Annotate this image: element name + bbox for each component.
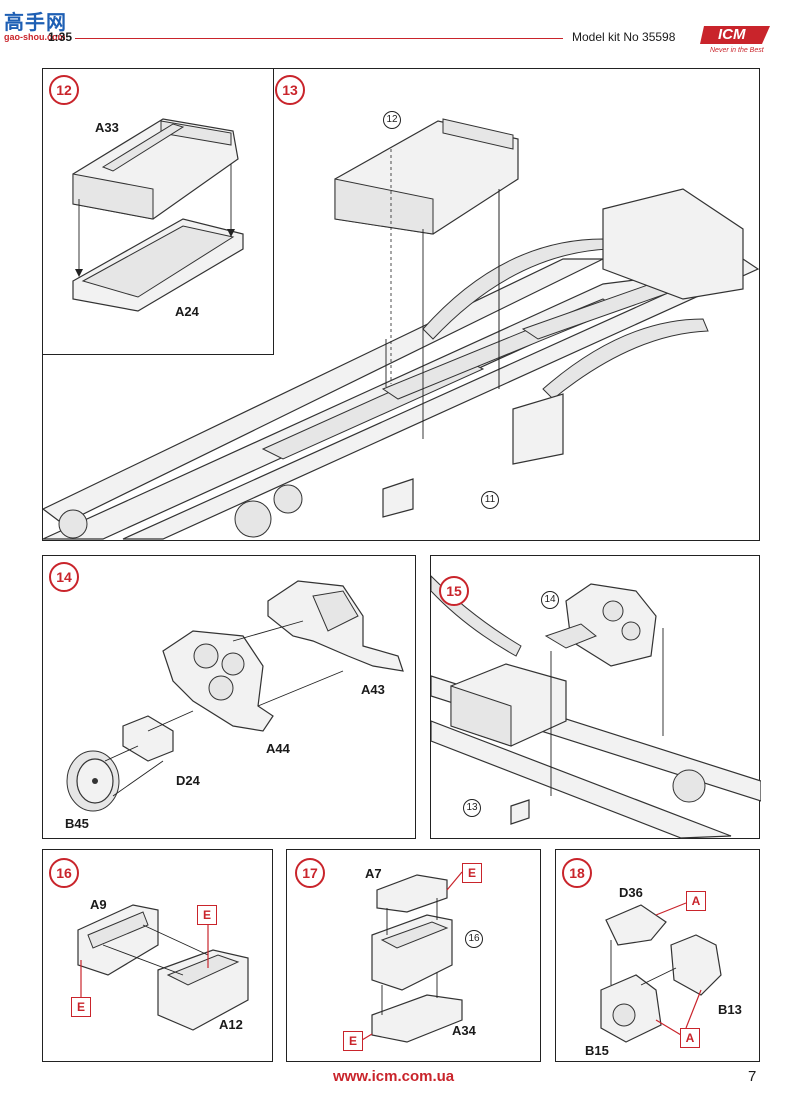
panel-step-18: 18 D36 B13 B15 A A <box>555 849 760 1062</box>
step-13-number: 13 <box>275 75 305 105</box>
part-label-a24: A24 <box>175 304 199 319</box>
battery-box-illustration <box>72 118 244 312</box>
brand-tagline: Never in the Best <box>710 47 764 54</box>
paint-code-a: A <box>680 1028 700 1048</box>
ref-step-16: 16 <box>465 930 483 948</box>
step-15-number: 15 <box>439 576 469 606</box>
ref-step-14: 14 <box>541 591 559 609</box>
chassis-frame-illustration <box>43 118 760 540</box>
part-label-a44: A44 <box>266 741 290 756</box>
part-label-b15: B15 <box>585 1043 609 1058</box>
step-12-number: 12 <box>49 75 79 105</box>
step-18-number: 18 <box>562 858 592 888</box>
paint-code-e: E <box>71 997 91 1017</box>
paint-code-a: A <box>686 891 706 911</box>
footer-url[interactable]: www.icm.com.ua <box>333 1068 455 1085</box>
watermark-url: gao-shou.com <box>4 32 66 42</box>
part-label-a12: A12 <box>219 1017 243 1032</box>
watermark-logo: 高手网 gao-shou.com <box>4 6 67 42</box>
brand-logo: ICM Never in the Best <box>700 20 778 62</box>
paint-code-e: E <box>462 863 482 883</box>
panel-step-15: 15 14 13 <box>430 555 761 839</box>
scale-label: 1:35 <box>48 30 73 44</box>
part-label-a9: A9 <box>90 897 107 912</box>
gearbox-mount-illustration <box>66 580 404 812</box>
page-number: 7 <box>748 1068 757 1085</box>
panel-step-17: 17 A7 A34 16 E E <box>286 849 541 1062</box>
seat-frame-illustration <box>77 904 249 1031</box>
step-16-number: 16 <box>49 858 79 888</box>
part-label-d36: D36 <box>619 885 643 900</box>
gearbox-installed-illustration <box>431 575 761 839</box>
ref-step-13: 13 <box>463 799 481 817</box>
part-label-a7: A7 <box>365 866 382 881</box>
ref-step-12: 12 <box>383 111 401 129</box>
panel-step-12: 12 A33 A24 <box>42 68 274 355</box>
part-label-a33: A33 <box>95 120 119 135</box>
watermark-chars: 高手网 <box>4 12 67 34</box>
brand-logo-shape <box>700 26 770 44</box>
part-label-b45: B45 <box>65 816 89 831</box>
header-rule <box>75 38 563 39</box>
step-14-number: 14 <box>49 562 79 592</box>
seat-cover-illustration <box>361 871 463 1043</box>
part-label-b13: B13 <box>718 1002 742 1017</box>
model-kit-number: Model kit No 35598 <box>572 30 676 44</box>
bracket-assembly-illustration <box>600 902 722 1043</box>
ref-step-11: 11 <box>481 491 499 509</box>
part-label-d24: D24 <box>176 773 200 788</box>
paint-code-e: E <box>343 1031 363 1051</box>
paint-code-e: E <box>197 905 217 925</box>
panel-step-14: 14 A43 A44 D24 B45 <box>42 555 416 839</box>
panel-step-16: 16 A9 A12 E E <box>42 849 273 1062</box>
step-17-number: 17 <box>295 858 325 888</box>
part-label-a34: A34 <box>452 1023 476 1038</box>
brand-name: ICM <box>718 26 746 43</box>
part-label-a43: A43 <box>361 682 385 697</box>
